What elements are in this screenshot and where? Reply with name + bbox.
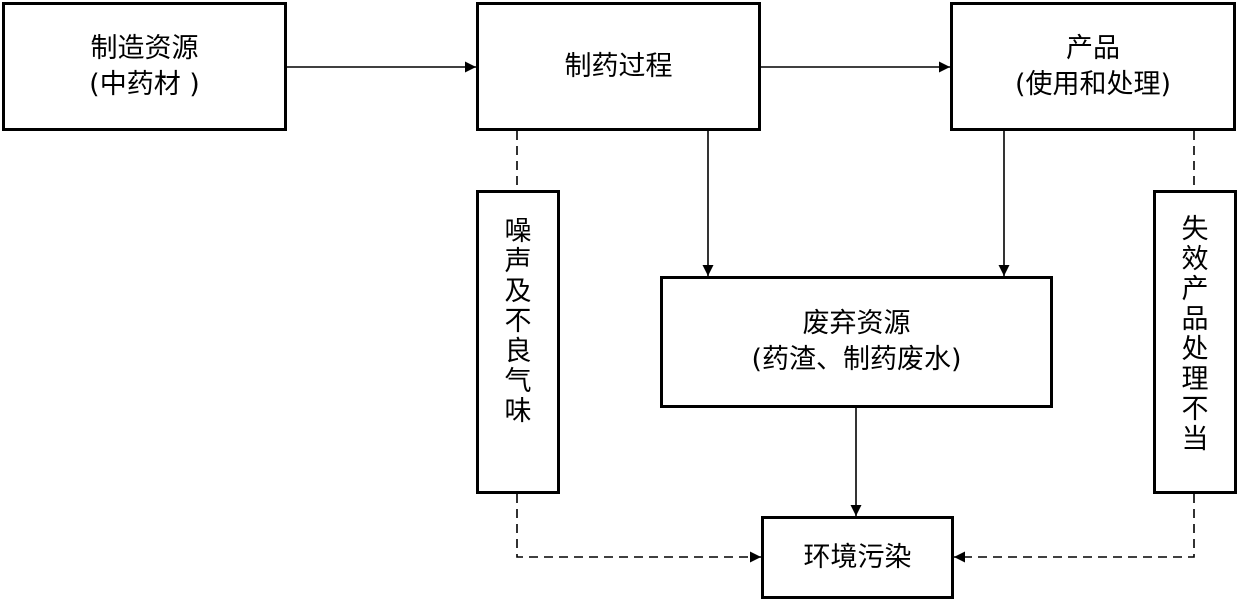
node-product-title: 产品 bbox=[1066, 32, 1120, 64]
edge-noise-to-pollution bbox=[516, 494, 761, 563]
node-expired-product-label: 失效产品处理不当 bbox=[1181, 214, 1209, 455]
node-manufacturing-resources-subtitle: (中药材 ) bbox=[89, 68, 200, 100]
node-environmental-pollution-title: 环境污染 bbox=[803, 541, 912, 573]
edge-expired-to-pollution bbox=[954, 494, 1195, 563]
node-environmental-pollution: 环境污染 bbox=[761, 516, 954, 599]
node-manufacturing-resources-title: 制造资源 bbox=[90, 32, 199, 64]
node-waste-resources-subtitle: (药渣、制药废水) bbox=[751, 344, 962, 375]
node-waste-resources-title: 废弃资源 bbox=[802, 308, 911, 339]
node-pharma-process-title: 制药过程 bbox=[564, 50, 673, 82]
node-noise-odor-label: 噪声及不良气味 bbox=[504, 216, 532, 427]
node-manufacturing-resources: 制造资源 (中药材 ) bbox=[2, 2, 287, 131]
node-noise-odor: 噪声及不良气味 bbox=[476, 190, 560, 494]
node-product: 产品 (使用和处理) bbox=[950, 2, 1236, 131]
node-waste-resources: 废弃资源 (药渣、制药废水) bbox=[660, 276, 1053, 408]
node-product-subtitle: (使用和处理) bbox=[1014, 68, 1172, 100]
node-expired-product: 失效产品处理不当 bbox=[1153, 190, 1237, 494]
node-pharma-process: 制药过程 bbox=[476, 2, 761, 131]
